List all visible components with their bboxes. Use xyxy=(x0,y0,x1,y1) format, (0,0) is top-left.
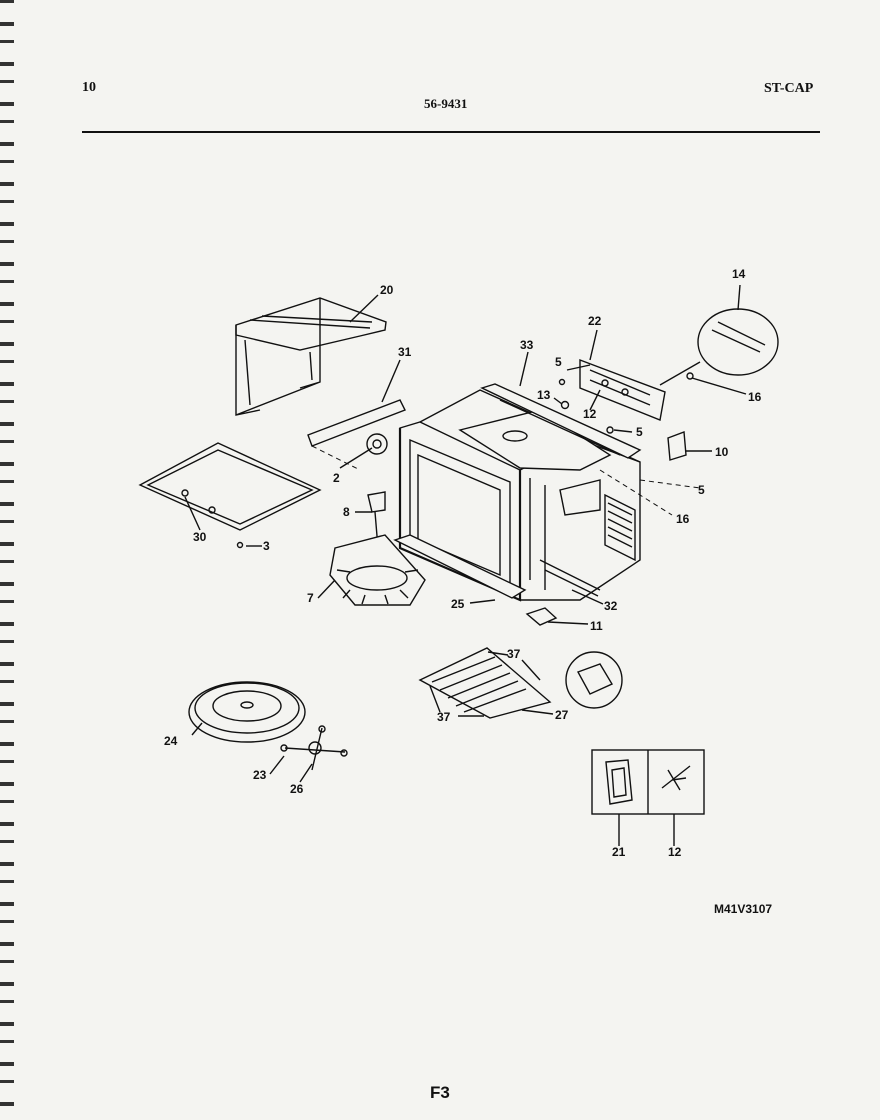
callout-c22: 22 xyxy=(588,314,602,328)
callout-c11: 11 xyxy=(590,619,603,633)
oven-cabinet-part xyxy=(398,389,641,602)
callout-c37a: 37 xyxy=(507,647,521,661)
top-bar-part xyxy=(480,383,642,459)
model-code: ST-CAP xyxy=(764,81,814,96)
rail-part xyxy=(307,399,406,471)
document-number: 56-9431 xyxy=(424,96,468,111)
callout-c5a: 5 xyxy=(555,355,562,369)
callout-c20: 20 xyxy=(380,283,394,297)
switch-part xyxy=(525,607,558,626)
callout-c14: 14 xyxy=(732,267,746,281)
callout-c31: 31 xyxy=(398,345,412,359)
callout-c16b: 16 xyxy=(676,512,690,526)
top-cover-part xyxy=(235,297,387,416)
parts-kit-box xyxy=(591,749,705,815)
callout-c13: 13 xyxy=(537,388,551,402)
turntable-part xyxy=(188,681,306,743)
callout-c27: 27 xyxy=(555,708,569,722)
callout-c8: 8 xyxy=(343,505,350,519)
callout-c33: 33 xyxy=(520,338,534,352)
callout-c3: 3 xyxy=(263,539,270,553)
roller-ring-part xyxy=(280,725,348,771)
small-disc-part xyxy=(366,433,388,455)
callout-c23: 23 xyxy=(253,768,267,782)
rack-part xyxy=(418,647,623,719)
stirrer-assembly-part xyxy=(329,491,426,606)
callout-c10: 10 xyxy=(715,445,729,459)
leader-lines xyxy=(184,284,747,846)
figure-id: M41V3107 xyxy=(714,902,773,916)
binding-holes xyxy=(0,0,14,1120)
callout-c37b: 37 xyxy=(437,710,451,724)
control-bracket-part xyxy=(579,358,666,421)
figure-label: F3 xyxy=(430,1083,450,1102)
header-rule xyxy=(82,131,820,133)
callout-c7: 7 xyxy=(307,591,314,605)
callout-c32: 32 xyxy=(604,599,618,613)
callout-c5b: 5 xyxy=(636,425,643,439)
callout-c2: 2 xyxy=(333,471,340,485)
callout-c16a: 16 xyxy=(748,390,762,404)
callout-c26: 26 xyxy=(290,782,304,796)
callout-c12a: 12 xyxy=(583,407,597,421)
callout-c24: 24 xyxy=(164,734,178,748)
screws-part xyxy=(558,372,694,434)
detail-circle-part xyxy=(659,308,779,386)
lower-bar-part xyxy=(393,534,527,599)
bracket-10-part xyxy=(667,431,687,461)
tray-part xyxy=(138,442,322,549)
callout-c25: 25 xyxy=(451,597,465,611)
callout-c30: 30 xyxy=(193,530,207,544)
page-number: 10 xyxy=(82,80,96,95)
callout-c21: 21 xyxy=(612,845,626,859)
callout-c12b: 12 xyxy=(668,845,682,859)
callout-c5c: 5 xyxy=(698,483,705,497)
